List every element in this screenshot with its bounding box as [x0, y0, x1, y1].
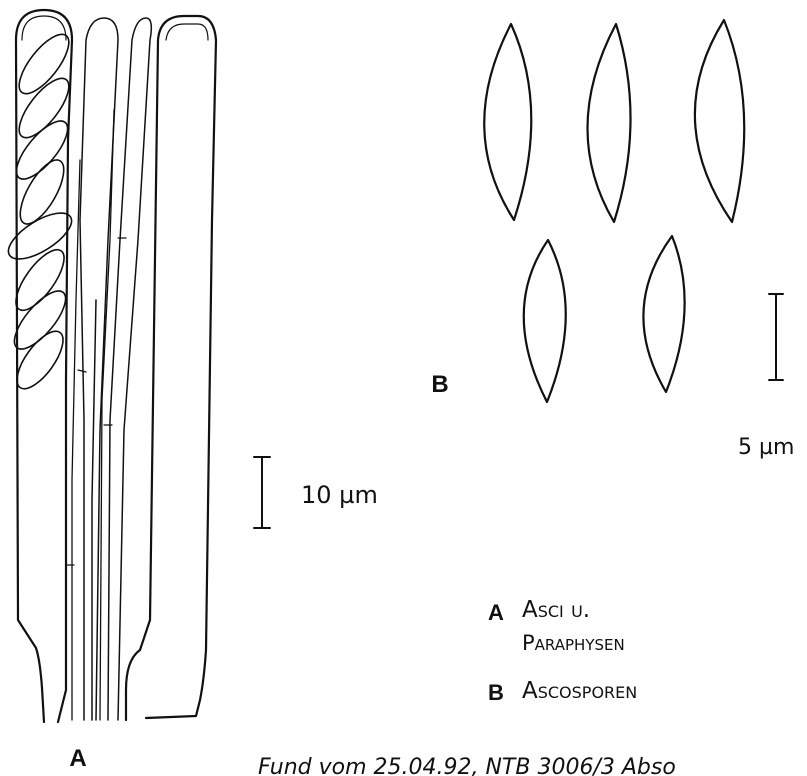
- paraphysis-septum: [78, 370, 86, 372]
- scale-bar-5um: [769, 294, 783, 380]
- legend-text-a-line1: Asci u.: [522, 597, 590, 623]
- paraphysis: [72, 160, 80, 720]
- scale-label-10um: 10 µm: [301, 481, 378, 509]
- legend-letter-b: B: [488, 680, 504, 705]
- ascospore: [643, 236, 684, 392]
- paraphysis: [100, 110, 114, 720]
- ascus-spore: [11, 27, 77, 101]
- panel-b-spores: [484, 20, 744, 402]
- ascospore: [695, 20, 744, 222]
- paraphysis: [92, 300, 96, 720]
- paraphyses: [66, 18, 151, 720]
- legend-letter-a: A: [488, 600, 504, 625]
- panel-a-drawing: [2, 10, 216, 722]
- ascus-empty-outline: [126, 16, 216, 720]
- scale-bar-10um: [254, 457, 270, 528]
- ascospore: [587, 24, 630, 222]
- ascus-empty-inner: [166, 24, 208, 40]
- footer-note: Fund vom 25.04.92, NTB 3006/3 Abso: [258, 755, 676, 776]
- ascospore: [484, 24, 531, 220]
- legend-text-a-line2: Paraphysen: [522, 631, 625, 655]
- panel-a-letter: A: [69, 745, 86, 772]
- ascus-inner-wall: [22, 16, 66, 40]
- legend-text-b-line1: Ascosporen: [522, 678, 637, 704]
- ascus-spore: [8, 113, 76, 186]
- ascospore: [524, 240, 566, 402]
- scale-label-5um: 5 µm: [738, 435, 794, 460]
- panel-b-letter: B: [431, 371, 448, 398]
- ascus-outline: [16, 10, 72, 722]
- legend: A Asci u. Paraphysen B Ascosporen: [488, 597, 637, 705]
